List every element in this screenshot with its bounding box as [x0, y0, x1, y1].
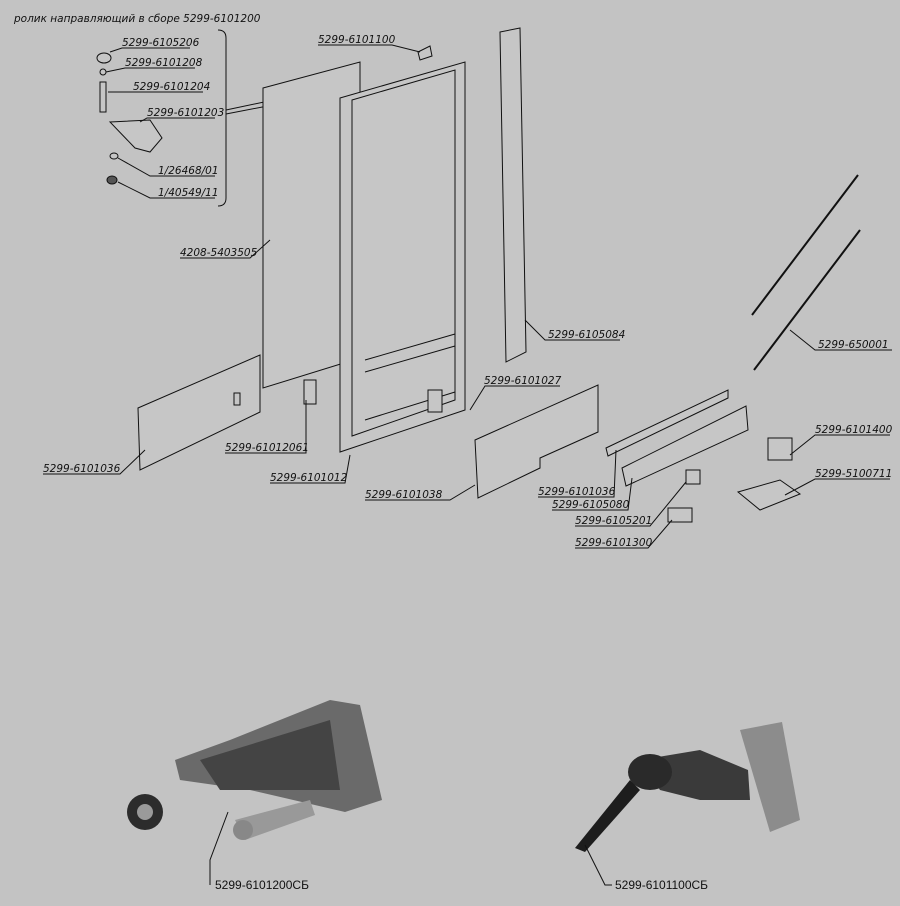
rods	[751, 174, 861, 371]
hinge-part	[417, 45, 433, 61]
lower-panel-right	[474, 384, 599, 499]
panel-slot	[233, 392, 241, 406]
hinge-assembly-photo	[575, 722, 800, 886]
rail	[605, 389, 729, 457]
vertical-seal	[499, 27, 527, 363]
leader-lines	[43, 44, 892, 549]
assembly-title: ролик направляющий в сборе 5299-6101200	[13, 13, 261, 25]
block	[685, 469, 701, 485]
part-label: 5299-6101204	[133, 81, 210, 93]
part-label: 1/26468/01	[158, 165, 219, 177]
assembly-bracket	[217, 29, 227, 207]
part-label: 5299-6101036	[538, 486, 616, 498]
part-label: 5299-61012061	[225, 442, 309, 454]
part-label: 5299-6101203	[147, 107, 224, 119]
part-label: 5299-6105084	[548, 329, 625, 341]
part-label: 5299-6101300	[575, 537, 653, 549]
base-plate	[736, 479, 802, 511]
stop	[667, 507, 693, 523]
part-label: 5299-6105080	[552, 499, 630, 511]
part-label: 1/40549/11	[158, 187, 219, 199]
caption-hinge-assembly: 5299-6101100СБ	[615, 878, 708, 892]
lock-bracket	[767, 437, 793, 461]
part-label: 5299-6105206	[122, 37, 200, 49]
latch	[303, 379, 317, 405]
part-label: 4208-5403505	[180, 247, 258, 259]
part-label: 5299-6101400	[815, 424, 893, 436]
part-label: 5299-6105201	[575, 515, 652, 527]
part-label: 5299-650001	[818, 339, 889, 351]
part-label: 5299-5100711	[815, 468, 892, 480]
part-label: 5299-6101036	[43, 463, 121, 475]
roller-assembly-photo	[127, 700, 382, 885]
seal-strip	[621, 405, 749, 487]
part-label: 5299-6101027	[484, 375, 562, 387]
part-label: 5299-6101208	[125, 57, 203, 69]
part-label: 5299-6101100	[318, 34, 396, 46]
caption-roller-assembly: 5299-6101200СБ	[215, 878, 309, 892]
part-label: 5299-6101012	[270, 472, 348, 484]
roller-parts	[96, 52, 163, 185]
lower-panel-left	[137, 354, 261, 471]
part-label: 5299-6101038	[365, 489, 443, 501]
door-frame	[339, 61, 466, 453]
